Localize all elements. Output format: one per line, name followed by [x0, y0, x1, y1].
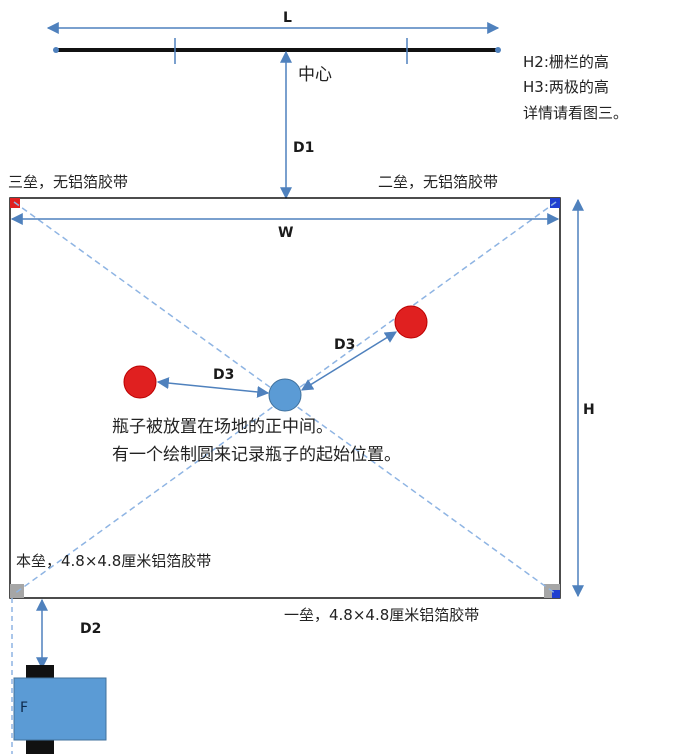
description-line-2: 有一个绘制圆来记录瓶子的起始位置。 — [112, 445, 401, 465]
robot-wheel-top — [26, 665, 54, 679]
center-label: 中心 — [298, 65, 332, 85]
D3-right-label: D3 — [334, 337, 355, 353]
D3-left-label: D3 — [213, 367, 234, 383]
red-ball-right — [394, 305, 428, 339]
second-base-label: 二垒，无铝箔胶带 — [378, 173, 498, 191]
third-base-label: 三垒，无铝箔胶带 — [8, 173, 128, 191]
D3-left-arrow — [156, 377, 270, 398]
W-label: W — [278, 225, 293, 241]
D1-label: D1 — [293, 140, 314, 156]
top-bar-left-end — [53, 47, 59, 53]
H-label: H — [583, 402, 595, 418]
robot-label: F — [20, 700, 28, 716]
red-ball-left — [123, 365, 157, 399]
L-label: L — [283, 10, 292, 26]
robot-wheel-bottom — [26, 738, 54, 754]
home-base-label: 本垒，4.8×4.8厘米铝箔胶带 — [16, 552, 211, 570]
first-base-label: 一垒，4.8×4.8厘米铝箔胶带 — [284, 606, 479, 624]
note-h3: H3:两极的高 — [523, 78, 609, 96]
D3-right-arrow — [300, 331, 398, 391]
description-line-1: 瓶子被放置在场地的正中间。 — [112, 417, 333, 437]
note-h2: H2:栅栏的高 — [523, 53, 609, 71]
D2-label: D2 — [80, 621, 101, 637]
first-base-marker-inner — [552, 590, 560, 598]
note-see: 详情请看图三。 — [523, 104, 628, 122]
field — [9, 197, 561, 599]
bottle-circle — [268, 378, 302, 412]
top-bar-right-end — [495, 47, 501, 53]
robot-body — [13, 677, 107, 741]
